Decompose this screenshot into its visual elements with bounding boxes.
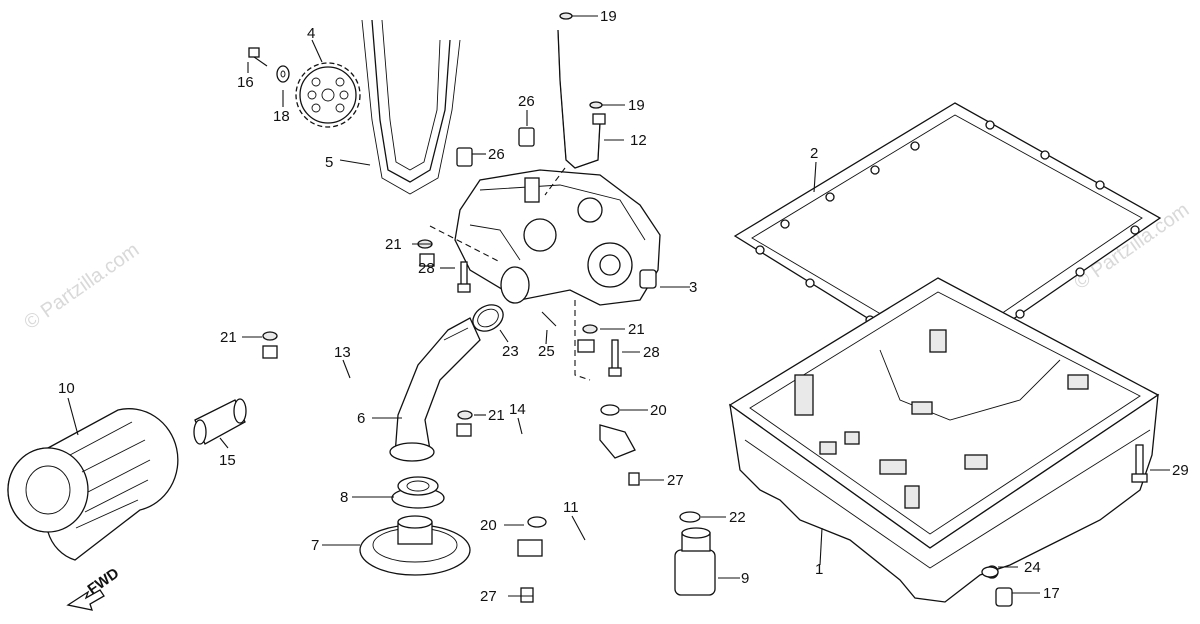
oil-filter-10 — [7, 408, 179, 561]
callout-24: 24 — [1024, 559, 1041, 576]
callout-4: 4 — [307, 25, 315, 42]
pipe-11 — [517, 424, 636, 588]
dowel-pins-26 — [456, 127, 535, 167]
callout-8: 8 — [340, 489, 348, 506]
callout-21c: 21 — [628, 321, 645, 338]
callout-21b: 21 — [220, 329, 237, 346]
callout-9: 9 — [741, 570, 749, 587]
callout-12: 12 — [630, 132, 647, 149]
callout-21a: 21 — [385, 236, 402, 253]
callout-18: 18 — [273, 108, 290, 125]
oil-pump-part — [454, 169, 661, 306]
filter-nipple-15 — [193, 398, 247, 445]
leader-lines — [67, 15, 1170, 597]
callout-19b: 19 — [628, 97, 645, 114]
pin-25 — [541, 311, 557, 327]
fwd-label: FWD — [85, 565, 123, 599]
pipe-14 — [456, 339, 595, 465]
callout-26b: 26 — [488, 146, 505, 163]
strainer-pipe-6 — [389, 317, 481, 462]
callout-23: 23 — [502, 343, 519, 360]
callout-15: 15 — [219, 452, 236, 469]
bolt-29 — [1131, 444, 1148, 483]
oil-pressure-switch-9 — [674, 527, 716, 596]
callout-13: 13 — [334, 344, 351, 361]
grommet-8 — [391, 476, 445, 509]
callout-26a: 26 — [518, 93, 535, 110]
oil-pan-part — [728, 277, 1160, 603]
callout-1: 1 — [815, 561, 823, 578]
callouts: 1 2 3 4 5 6 7 8 9 10 11 12 13 14 15 16 1… — [58, 8, 1189, 605]
callout-17: 17 — [1043, 585, 1060, 602]
gasket-part — [733, 102, 1162, 367]
callout-27b: 27 — [480, 588, 497, 605]
callout-20a: 20 — [650, 402, 667, 419]
gasket-bolt-holes — [755, 120, 1140, 357]
callout-16: 16 — [237, 74, 254, 91]
callout-10: 10 — [58, 380, 75, 397]
pan-baffle — [794, 374, 814, 416]
callout-6: 6 — [357, 410, 365, 427]
callout-27a: 27 — [667, 472, 684, 489]
callout-11: 11 — [563, 499, 579, 516]
sprocket-part — [295, 62, 361, 128]
bolt-16 — [248, 47, 268, 67]
callout-28a: 28 — [418, 260, 435, 277]
callout-19a: 19 — [600, 8, 617, 25]
washer-22 — [679, 511, 701, 523]
strainer-7 — [359, 515, 471, 576]
callout-2: 2 — [810, 145, 818, 162]
callout-5: 5 — [325, 154, 333, 171]
pipe-12 — [557, 29, 606, 169]
washer-18 — [276, 65, 290, 83]
callout-22: 22 — [729, 509, 746, 526]
callout-3: 3 — [689, 279, 697, 296]
callout-25: 25 — [538, 343, 555, 360]
watermark-left: © Partzilla.com — [20, 239, 143, 334]
callout-29: 29 — [1172, 462, 1189, 479]
callout-28b: 28 — [643, 344, 660, 361]
pipe-13 — [262, 253, 435, 394]
callout-21d: 21 — [488, 407, 505, 424]
fwd-arrow: FWD — [66, 565, 123, 611]
callout-7: 7 — [311, 537, 319, 554]
callout-14: 14 — [509, 401, 526, 418]
callout-20b: 20 — [480, 517, 497, 534]
chain-part — [361, 19, 461, 195]
